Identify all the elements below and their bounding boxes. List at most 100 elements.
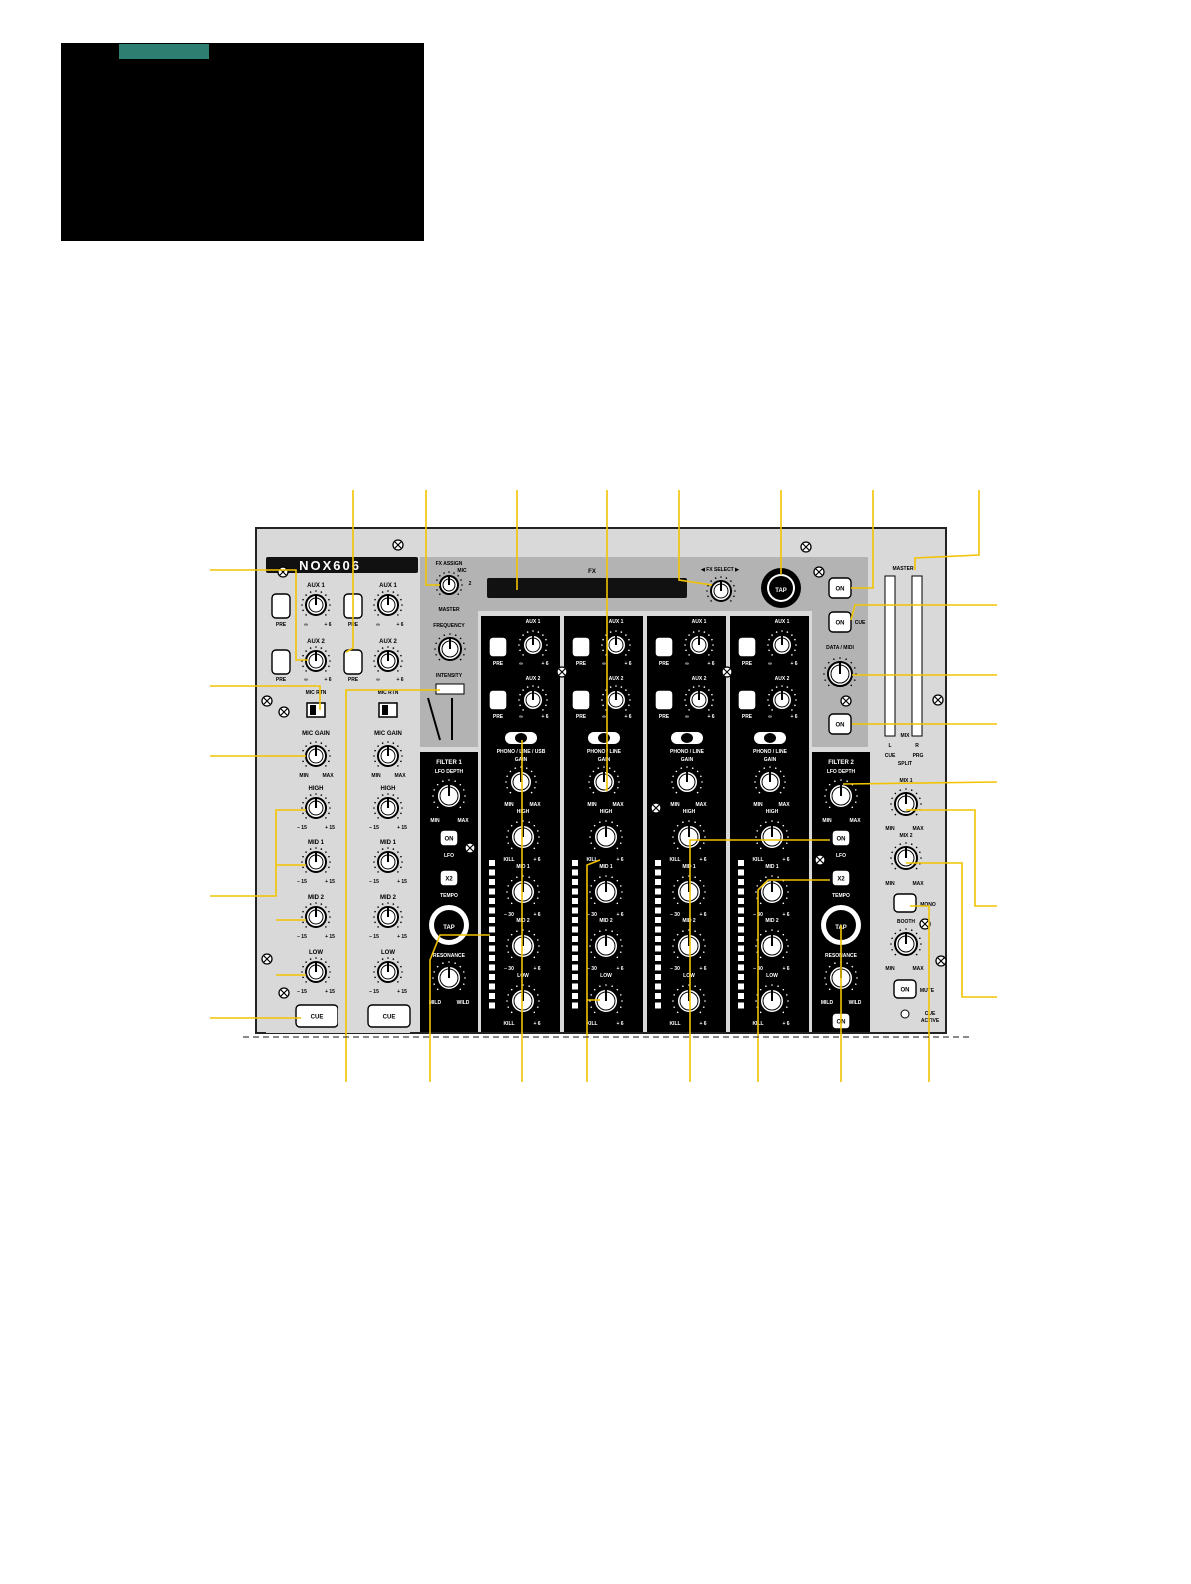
aux2-knob[interactable] <box>601 685 631 711</box>
knob-tick <box>919 851 921 854</box>
knob-tick <box>605 875 607 877</box>
midi-on-button[interactable]: ON <box>828 713 852 735</box>
frequency-knob[interactable] <box>434 633 466 661</box>
eq-max-label: + 15 <box>397 825 407 831</box>
fx-on-button[interactable]: ON <box>828 577 852 599</box>
eq-knob[interactable] <box>589 929 623 959</box>
knob-tick <box>302 910 304 913</box>
eq-knob[interactable] <box>672 929 706 959</box>
eq-max-label: + 15 <box>325 879 335 885</box>
eq-knob[interactable] <box>755 984 789 1014</box>
callout-line <box>586 859 601 1082</box>
pre1-button[interactable] <box>571 636 591 658</box>
pre1-button[interactable] <box>654 636 674 658</box>
source-label: PHONO / LINE <box>670 749 705 755</box>
knob-tick <box>915 792 918 795</box>
eq-knob[interactable] <box>373 902 403 928</box>
knob-tick <box>433 971 436 973</box>
lfo-depth-knob[interactable] <box>824 779 858 809</box>
eq-knob[interactable] <box>301 902 331 928</box>
resonance-knob[interactable] <box>432 961 466 991</box>
intensity-fader[interactable] <box>435 683 465 695</box>
mic-cue-button[interactable]: CUE <box>367 1004 411 1028</box>
button-body <box>654 636 674 658</box>
eq-knob[interactable] <box>506 820 540 850</box>
filter-tap-button[interactable] <box>434 910 464 940</box>
filter-x2-button[interactable]: X2 <box>439 869 459 887</box>
eq-knob[interactable] <box>589 820 623 850</box>
filter-tap-label: TAP <box>443 925 455 931</box>
knob-tick <box>846 962 848 965</box>
pre2-button[interactable] <box>654 689 674 711</box>
knob-tick <box>522 689 524 691</box>
mic-pre2-button[interactable] <box>343 649 363 675</box>
eq-knob[interactable] <box>672 875 706 905</box>
fx-tap-inner <box>769 576 793 600</box>
eq-knob[interactable] <box>373 847 403 873</box>
knob-tick <box>794 649 796 652</box>
pre2-button[interactable] <box>488 689 508 711</box>
filter-x2-button[interactable]: X2 <box>831 869 851 887</box>
eq-min-label: KILL <box>669 857 680 863</box>
eq-knob[interactable] <box>672 984 706 1014</box>
mic-pre1-button[interactable] <box>271 593 291 619</box>
aux2-knob[interactable] <box>767 685 797 711</box>
meter-led <box>572 879 578 885</box>
pre2-button[interactable] <box>571 689 591 711</box>
eq-knob[interactable] <box>589 984 623 1014</box>
knob-tick <box>774 767 777 769</box>
fx-select-knob[interactable] <box>706 576 736 602</box>
fx-assign-opt: 2 <box>469 581 472 587</box>
eq-knob[interactable] <box>672 820 706 850</box>
eq-knob[interactable] <box>301 847 331 873</box>
eq-knob[interactable] <box>373 957 403 983</box>
pre1-button[interactable] <box>737 636 757 658</box>
gain-knob[interactable] <box>505 766 537 794</box>
data-midi-knob[interactable] <box>823 657 857 687</box>
booth-knob[interactable] <box>890 928 922 956</box>
eq-max-label: + 6 <box>533 857 540 863</box>
knob-tick <box>920 803 922 805</box>
eq-knob[interactable] <box>506 875 540 905</box>
mic-gain-knob[interactable] <box>301 741 331 767</box>
mono-button[interactable] <box>893 893 917 913</box>
eq-knob[interactable] <box>506 984 540 1014</box>
aux1-knob[interactable] <box>767 630 797 656</box>
filter-on-button[interactable]: ON <box>831 829 851 847</box>
pre1-button[interactable] <box>488 636 508 658</box>
eq-knob[interactable] <box>589 875 623 905</box>
fx-on-cue-button[interactable]: ON <box>828 611 852 633</box>
gain-knob[interactable] <box>671 766 703 794</box>
gain-knob[interactable] <box>754 766 786 794</box>
mic-aux1-knob[interactable] <box>373 590 403 616</box>
aux1-knob[interactable] <box>601 630 631 656</box>
mic-gain-knob[interactable] <box>373 741 403 767</box>
aux2-knob[interactable] <box>684 685 714 711</box>
eq-knob[interactable] <box>373 793 403 819</box>
section-tab <box>119 44 209 59</box>
aux1-knob[interactable] <box>518 630 548 656</box>
gain-knob[interactable] <box>588 766 620 794</box>
eq-knob[interactable] <box>506 929 540 959</box>
mic-channel-panel <box>266 578 338 1033</box>
mic-aux2-knob[interactable] <box>301 646 331 672</box>
aux1-knob[interactable] <box>684 630 714 656</box>
deck-channel-panel <box>730 616 809 1032</box>
lfo-depth-knob[interactable] <box>432 779 466 809</box>
filter-on-button[interactable]: ON <box>439 829 459 847</box>
mic-cue-button[interactable]: CUE <box>295 1004 339 1028</box>
booth-on-button[interactable]: ON <box>893 979 917 999</box>
eq-knob[interactable] <box>755 929 789 959</box>
aux2-knob[interactable] <box>518 685 548 711</box>
knob-tick <box>703 686 706 688</box>
eq-knob[interactable] <box>755 820 789 850</box>
mic-aux2-knob[interactable] <box>373 646 403 672</box>
mic-pre2-button[interactable] <box>271 649 291 675</box>
pre2-button[interactable] <box>737 689 757 711</box>
knob-tick <box>435 653 437 656</box>
switch-lever <box>382 705 388 715</box>
knob-tick <box>377 851 379 853</box>
mic-aux1-knob[interactable] <box>301 590 331 616</box>
eq-knob[interactable] <box>301 957 331 983</box>
eq-knob[interactable] <box>301 793 331 819</box>
